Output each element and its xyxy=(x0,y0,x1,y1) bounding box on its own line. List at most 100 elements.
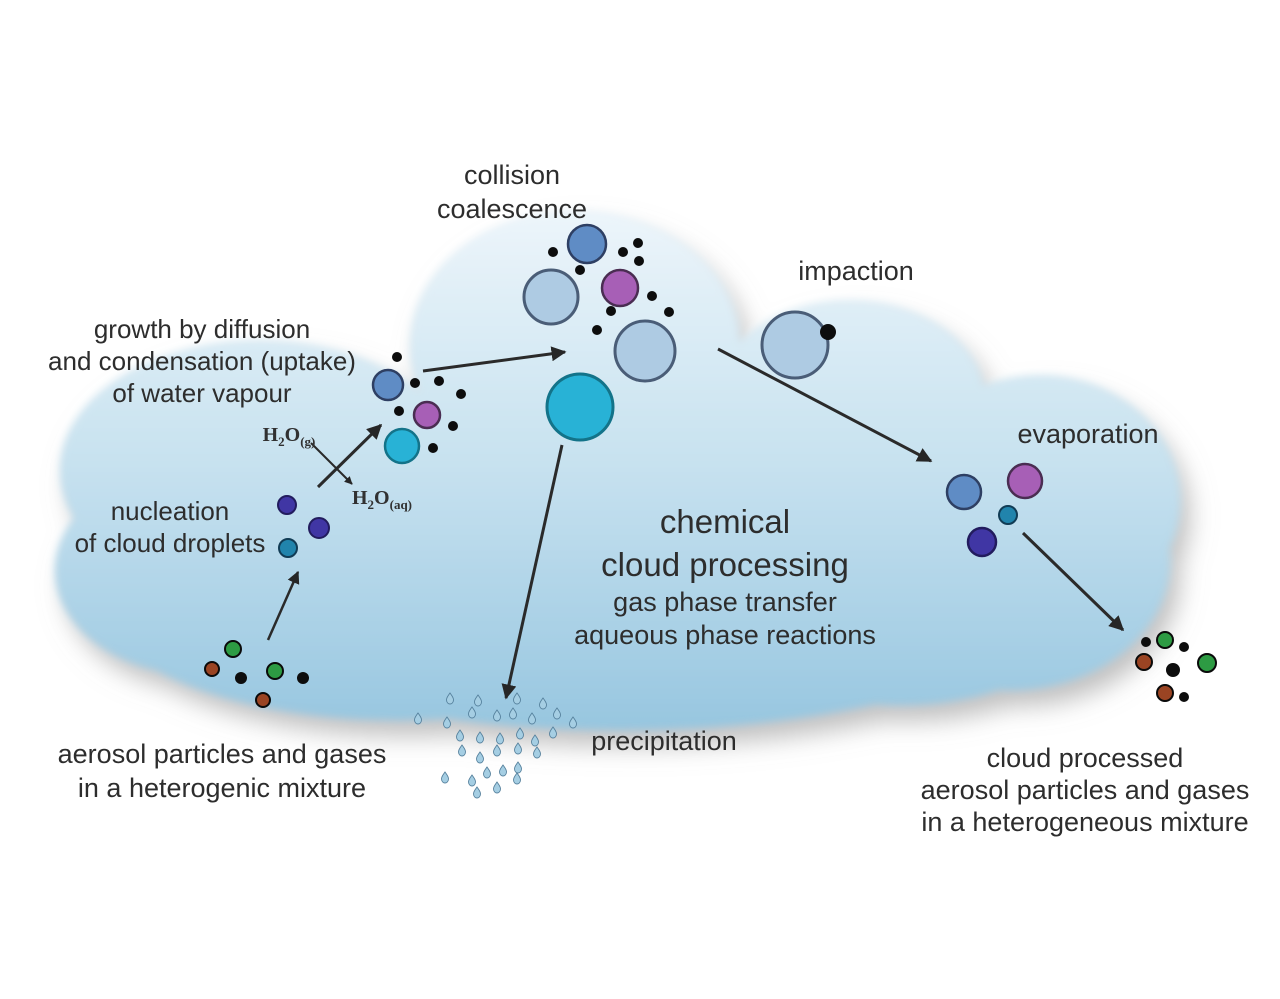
gas-dot xyxy=(664,307,674,317)
formula-part: O xyxy=(374,487,390,509)
label-h2o-gas: H2O(g) xyxy=(263,424,316,450)
label-precipitation: precipitation xyxy=(591,726,737,756)
rain-droplet-icon xyxy=(474,694,482,707)
gas-dot xyxy=(428,443,438,453)
rain-droplet-icon xyxy=(468,706,476,719)
rain-droplet-icon xyxy=(513,692,521,705)
rain-droplet-icon xyxy=(513,772,521,785)
gas-dot xyxy=(575,265,585,275)
label-line: aqueous phase reactions xyxy=(574,620,876,650)
formula-sub: 2 xyxy=(367,497,375,512)
particle-green-aerosol-out xyxy=(1197,653,1217,673)
label-line: in a heterogenic mixture xyxy=(77,773,367,803)
rain-droplet-icon xyxy=(499,764,507,777)
gas-dot xyxy=(410,378,420,388)
particle-purple-growth xyxy=(412,400,442,430)
rain-droplet-icon xyxy=(493,709,501,722)
gas-dot xyxy=(1179,642,1189,652)
gas-dot xyxy=(606,306,616,316)
particle-steelblue-growth xyxy=(371,368,405,402)
gas-dot xyxy=(392,352,402,362)
flow-arrow xyxy=(1021,531,1125,632)
label-growth-by-diffusion: growth by diffusion and condensation (up… xyxy=(48,313,356,409)
label-aerosol-output: cloud processed aerosol particles and ga… xyxy=(921,742,1250,838)
formula-sub: (g) xyxy=(300,434,316,449)
particle-green-aerosol-in xyxy=(266,662,284,680)
particle-brown-aerosol-out xyxy=(1135,653,1153,671)
label-line: aerosol particles and gases xyxy=(57,739,387,769)
particle-teal-collision xyxy=(545,372,615,442)
rain-droplet-icon xyxy=(493,744,501,757)
gas-dot xyxy=(820,324,836,340)
label-line: growth by diffusion xyxy=(93,314,311,344)
rain-droplet-icon xyxy=(549,726,557,739)
rain-droplet-icon xyxy=(414,712,422,725)
process-arrows xyxy=(266,346,1125,700)
formula-sub: (aq) xyxy=(389,497,413,512)
gas-dot xyxy=(235,672,247,684)
rain-droplet-icon xyxy=(443,716,451,729)
label-line: cloud processed xyxy=(986,743,1184,773)
rain-droplet-icon xyxy=(496,732,504,745)
gas-dot xyxy=(456,389,466,399)
gas-dot xyxy=(1179,692,1189,702)
formula-sub: 2 xyxy=(278,434,285,449)
formula-part: H xyxy=(262,424,279,446)
label-chemical-cloud-processing: chemical cloud processing gas phase tran… xyxy=(574,500,876,652)
label-line: in a heterogeneous mixture xyxy=(921,807,1249,837)
flow-arrow xyxy=(717,347,933,463)
rain-droplet-icon xyxy=(441,771,449,784)
rain-droplet-icon xyxy=(539,697,547,710)
label-line: nucleation xyxy=(110,496,230,526)
rain-droplet-icon xyxy=(476,751,484,764)
formula-part: O xyxy=(284,424,301,446)
rain-droplet-icon xyxy=(514,742,522,755)
gas-dot xyxy=(1141,637,1151,647)
rain-droplet-icon xyxy=(446,692,454,705)
rain-droplet-icon xyxy=(553,707,561,720)
label-nucleation: nucleation of cloud droplets xyxy=(75,495,266,559)
label-h2o-aqueous: H2O(aq) xyxy=(352,487,412,513)
particles xyxy=(204,223,1217,708)
gas-dot xyxy=(548,247,558,257)
gas-dot xyxy=(297,672,309,684)
particle-green-aerosol-out xyxy=(1156,631,1174,649)
particle-green-aerosol-in xyxy=(224,640,242,658)
label-line: aerosol particles and gases xyxy=(920,775,1250,805)
particle-steelblue-evaporation xyxy=(945,473,983,511)
rain-droplet-icon xyxy=(528,712,536,725)
label-collision-coalescence: collision coalescence xyxy=(437,158,587,226)
gas-dot xyxy=(633,238,643,248)
rain-droplet-icon xyxy=(456,729,464,742)
rain-droplet-icon xyxy=(493,781,501,794)
particle-tealsmall-evaporation xyxy=(998,505,1018,525)
label-aerosol-input: aerosol particles and gases in a heterog… xyxy=(58,737,387,805)
label-line: gas phase transfer xyxy=(613,587,837,617)
rain-droplet-icon xyxy=(483,766,491,779)
gas-dot xyxy=(647,291,657,301)
label-line: chemical xyxy=(659,503,791,540)
rain-droplet-icon xyxy=(476,731,484,744)
rain-droplet-icon xyxy=(569,716,577,729)
label-line: coalescence xyxy=(436,194,588,224)
particle-indigo-evaporation xyxy=(966,526,998,558)
particle-purple-collision xyxy=(600,268,640,308)
particle-indigo-nucleation xyxy=(308,517,330,539)
formula-part: H xyxy=(351,487,368,509)
particle-brown-aerosol-out xyxy=(1156,684,1174,702)
label-line: and condensation (uptake) xyxy=(48,346,356,376)
rain-droplet-icon xyxy=(533,746,541,759)
rain-droplet-icon xyxy=(531,734,539,747)
particle-teal-growth xyxy=(383,427,421,465)
particle-lightblue-impaction xyxy=(760,310,830,380)
rain-droplet-icon xyxy=(458,744,466,757)
rain-droplet-icon xyxy=(468,774,476,787)
rain-droplet-icon xyxy=(516,727,524,740)
gas-dot xyxy=(618,247,628,257)
particle-brown-aerosol-in xyxy=(255,692,271,708)
flow-arrow xyxy=(310,442,353,485)
label-line: cloud processing xyxy=(601,546,849,583)
label-line: of cloud droplets xyxy=(74,528,266,558)
flow-arrow xyxy=(266,570,300,641)
